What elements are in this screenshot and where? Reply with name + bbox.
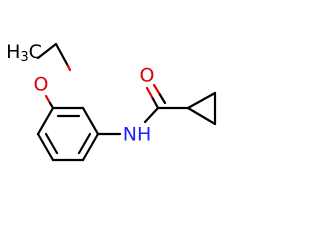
bond-ch3-ch2	[36, 42, 58, 60]
ring-double-bond-right	[77, 132, 92, 155]
ring-bond-5	[81, 106, 100, 136]
bond-o-ring-oxygen-part	[44, 94, 52, 105]
carbonyl-oxygen-label: O	[140, 65, 155, 87]
ethyl-group	[36, 42, 72, 72]
bond-ch2-o-oxygen-part	[66, 64, 72, 72]
carbonyl-bond-2-oxygen	[152, 83, 161, 95]
ring-bond-4	[81, 132, 100, 162]
carbonyl-double-bond	[145, 83, 167, 110]
ethyl-carbon-label: H3C	[6, 41, 42, 65]
carbonyl-bond-1-oxygen	[145, 86, 154, 99]
cyclopropane-bond-1	[186, 91, 217, 110]
ring-bond-2	[36, 132, 55, 162]
chemical-structure-diagram: H3C O NH O	[6, 41, 217, 162]
benzene-ring	[36, 106, 100, 162]
amide-nitrogen-label: NH	[123, 124, 152, 146]
ring-double-bond-left	[44, 132, 59, 155]
bond-nh-carbonyl	[143, 106, 160, 124]
bond-ch2-o-carbon-part	[54, 42, 70, 68]
ethyl-c-letter: C	[29, 41, 42, 63]
ring-bond-1	[36, 106, 55, 136]
ethyl-h-letter: H	[6, 41, 20, 63]
ether-oxygen-label: O	[34, 74, 49, 96]
cyclopropane-bond-3	[186, 106, 217, 126]
carbonyl-bond-1-carbon	[150, 95, 160, 110]
ethyl-h-count: 3	[20, 50, 28, 65]
carbonyl-bond-2-carbon	[157, 91, 167, 105]
ether-bond	[44, 94, 55, 110]
cyclopropane-ring	[186, 91, 217, 126]
